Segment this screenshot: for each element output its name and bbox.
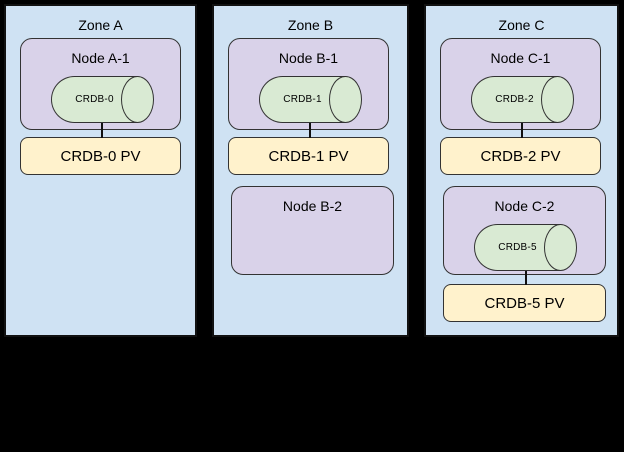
node-a-1: Node A-1 CRDB-0 — [20, 38, 181, 130]
crdb-0-pod-label: CRDB-0 — [75, 94, 114, 105]
zone-b: Zone B Node B-1 CRDB-1 CRDB-1 PV Node B-… — [212, 4, 409, 337]
node-c-2-label: Node C-2 — [494, 198, 555, 214]
pv-crdb-2: CRDB-2 PV — [440, 137, 601, 175]
node-b-2-label: Node B-2 — [282, 198, 343, 214]
node-b-2: Node B-2 — [231, 186, 394, 275]
node-b-1: Node B-1 CRDB-1 — [228, 38, 389, 130]
cylinder-cap — [121, 76, 154, 123]
connector-line — [309, 123, 311, 138]
connector-line — [101, 123, 103, 138]
node-c-1: Node C-1 CRDB-2 — [440, 38, 601, 130]
crdb-2-pod-cylinder-icon: CRDB-2 — [471, 76, 574, 123]
crdb-5-pod-cylinder-icon: CRDB-5 — [474, 224, 577, 271]
zone-c: Zone C Node C-1 CRDB-2 CRDB-2 PV Node C-… — [424, 4, 619, 337]
cylinder-cap — [541, 76, 574, 123]
zone-a: Zone A Node A-1 CRDB-0 CRDB-0 PV — [4, 4, 197, 337]
crdb-2-pod-label: CRDB-2 — [495, 94, 534, 105]
pv-crdb-5: CRDB-5 PV — [443, 284, 606, 322]
zone-b-title: Zone B — [287, 17, 334, 33]
pv-crdb-1: CRDB-1 PV — [228, 137, 389, 175]
cylinder-cap — [544, 224, 577, 271]
pv-crdb-5-label: CRDB-5 PV — [484, 294, 565, 312]
pv-crdb-1-label: CRDB-1 PV — [268, 147, 349, 165]
pv-crdb-0-label: CRDB-0 PV — [60, 147, 141, 165]
pv-crdb-2-label: CRDB-2 PV — [480, 147, 561, 165]
connector-line — [521, 123, 523, 138]
node-a-1-label: Node A-1 — [71, 50, 130, 66]
pv-crdb-0: CRDB-0 PV — [20, 137, 181, 175]
crdb-5-pod-label: CRDB-5 — [498, 242, 537, 253]
connector-line — [525, 271, 527, 285]
crdb-1-pod-cylinder-icon: CRDB-1 — [259, 76, 362, 123]
zone-c-title: Zone C — [498, 17, 545, 33]
zone-a-title: Zone A — [78, 17, 123, 33]
crdb-0-pod-cylinder-icon: CRDB-0 — [51, 76, 154, 123]
node-b-1-label: Node B-1 — [278, 50, 339, 66]
node-c-2: Node C-2 CRDB-5 — [443, 186, 606, 275]
node-c-1-label: Node C-1 — [490, 50, 551, 66]
cylinder-cap — [329, 76, 362, 123]
crdb-1-pod-label: CRDB-1 — [283, 94, 322, 105]
